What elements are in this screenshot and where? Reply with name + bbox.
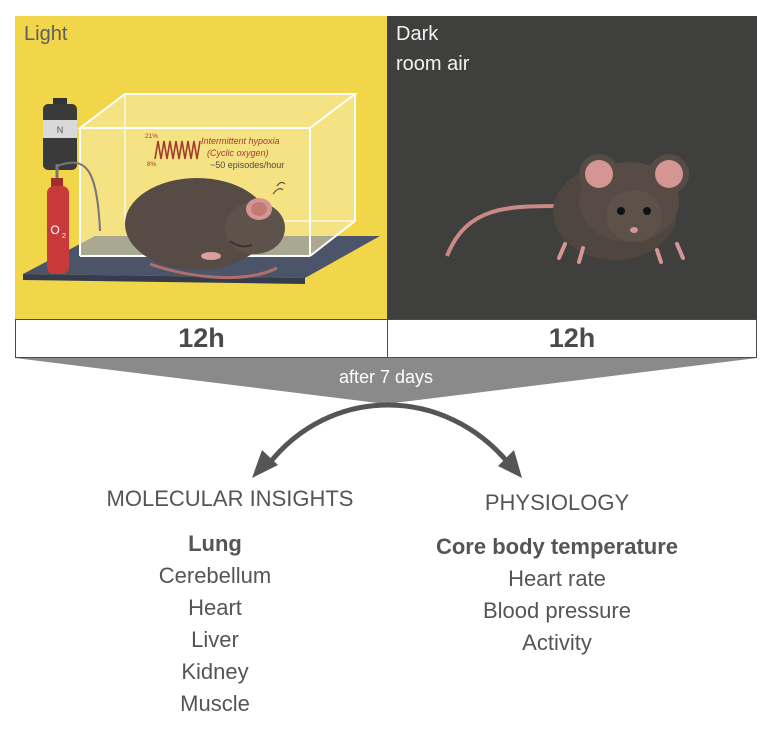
room-air-label: room air xyxy=(396,53,470,75)
bidirectional-arrow xyxy=(266,402,512,467)
list-item: Cerebellum xyxy=(158,563,272,588)
svg-text:Intermittent hypoxia: Intermittent hypoxia xyxy=(201,136,280,146)
light-phase-panel: Light N O xyxy=(15,16,387,319)
light-duration: 12h xyxy=(15,319,388,358)
hypoxia-chamber-illustration: N O 2 21% 8% Intermittent hypoxia (Cycli… xyxy=(23,93,380,284)
list-item: Core body temperature xyxy=(435,534,679,559)
svg-text:8%: 8% xyxy=(147,161,157,168)
physiology-list: Core body temperature Heart rate Blood p… xyxy=(407,531,707,659)
awake-mouse-illustration xyxy=(445,154,689,264)
list-item: Heart xyxy=(188,595,242,620)
svg-text:2: 2 xyxy=(62,233,66,240)
molecular-list: Lung Cerebellum Heart Liver Kidney Muscl… xyxy=(95,528,335,720)
svg-text:~50 episodes/hour: ~50 episodes/hour xyxy=(210,160,284,170)
molecular-insights-heading: MOLECULAR INSIGHTS xyxy=(106,486,354,511)
list-item: Blood pressure xyxy=(483,598,631,623)
o2-text: O xyxy=(50,223,59,237)
list-item: Kidney xyxy=(181,659,249,684)
dark-duration: 12h xyxy=(387,319,757,358)
time-funnel xyxy=(15,358,757,404)
nitrogen-tank: N xyxy=(43,98,77,170)
awake-mouse xyxy=(445,154,689,264)
list-item: Muscle xyxy=(180,691,250,716)
sleeping-mouse xyxy=(125,178,285,280)
oxygen-tank: O 2 xyxy=(47,161,101,274)
cyclic-oxygen-wave: 21% 8% Intermittent hypoxia (Cyclic oxyg… xyxy=(145,133,286,195)
list-item: Liver xyxy=(191,627,239,652)
arrow-head-left xyxy=(252,450,278,478)
dark-label: Dark xyxy=(396,23,439,45)
arrow-head-right xyxy=(498,450,522,478)
svg-text:21%: 21% xyxy=(145,133,158,140)
list-item: Lung xyxy=(188,531,242,556)
list-item: Heart rate xyxy=(508,566,606,591)
dark-phase-panel: Dark room air xyxy=(387,16,757,319)
svg-text:(Cyclic oxygen): (Cyclic oxygen) xyxy=(207,148,269,158)
n2-text: N xyxy=(57,125,64,135)
light-label: Light xyxy=(24,23,68,45)
physiology-heading: PHYSIOLOGY xyxy=(484,490,630,515)
after-days-label: after 7 days xyxy=(338,367,434,387)
list-item: Activity xyxy=(522,630,592,655)
